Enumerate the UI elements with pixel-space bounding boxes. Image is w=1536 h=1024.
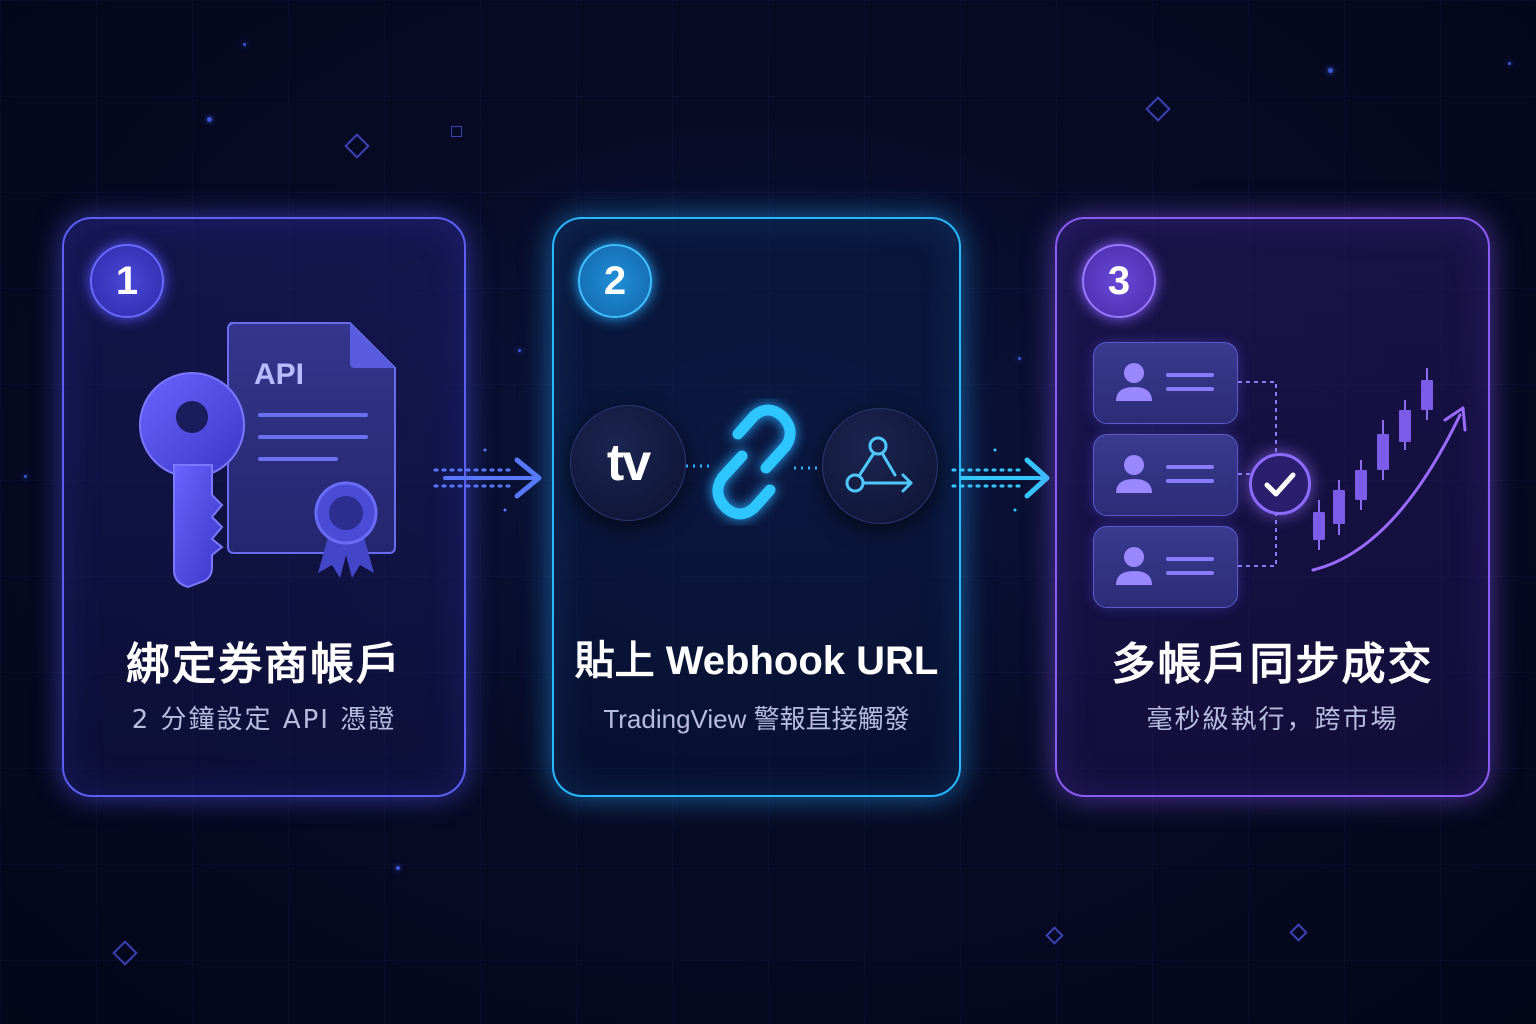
decor-dot xyxy=(1328,68,1333,73)
step1-illustration xyxy=(139,322,396,589)
checkmark-icon xyxy=(1249,453,1311,515)
step-subtitle-1: 2 分鐘設定 API 憑證 xyxy=(131,705,397,735)
step-number-badge-3: 3 xyxy=(1082,244,1156,318)
decor-dot xyxy=(24,475,27,478)
webhook-icon xyxy=(822,408,938,524)
step-subtitle-2: TradingView 警報直接觸發 xyxy=(603,704,910,734)
decor-dot xyxy=(1018,357,1021,360)
decor-dot xyxy=(1508,62,1511,65)
decor-dot xyxy=(396,866,400,870)
account-card-icon xyxy=(1093,526,1238,608)
flow-arrow-2-to-3 xyxy=(951,448,1050,512)
step-title-2: 貼上 Webhook URL xyxy=(574,639,939,683)
step-title-3: 多帳戶同步成交 xyxy=(1111,639,1434,690)
tradingview-logo-icon: tv xyxy=(570,405,686,521)
trend-arrow-icon xyxy=(1311,406,1467,572)
account-card-icon xyxy=(1093,342,1238,424)
decor-dot xyxy=(243,43,246,46)
decor-dot xyxy=(518,349,521,352)
account-card-icon xyxy=(1093,434,1238,516)
step-number-badge-2: 2 xyxy=(578,244,652,318)
account-connector-lines xyxy=(1238,381,1277,567)
candlestick-chart-icon xyxy=(1311,368,1467,572)
link-chain-icon xyxy=(686,404,822,520)
decor-dot xyxy=(207,117,212,122)
step-title-1: 綁定券商帳戶 xyxy=(126,639,402,690)
step-subtitle-3: 毫秒級執行，跨市場 xyxy=(1146,705,1399,735)
certificate-badge-icon xyxy=(314,481,378,578)
step-number-badge-1: 1 xyxy=(90,244,164,318)
api-doc-label: API xyxy=(254,358,305,391)
flow-arrow-1-to-2 xyxy=(433,448,542,512)
key-icon xyxy=(139,372,245,589)
decor-square xyxy=(451,126,462,137)
